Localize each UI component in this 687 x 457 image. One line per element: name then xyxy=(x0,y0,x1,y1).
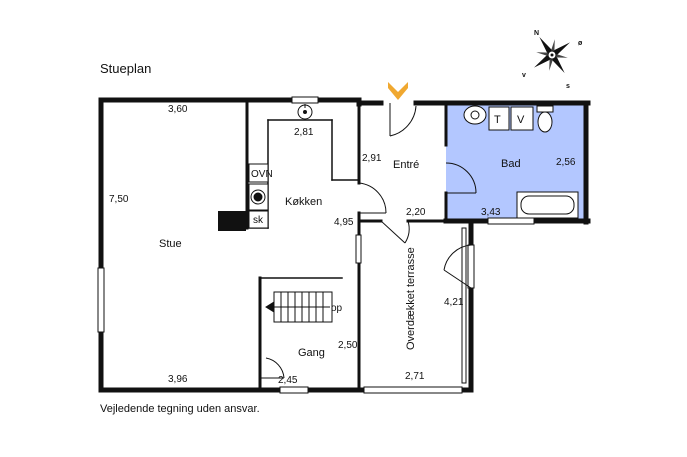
room-entre: Entré xyxy=(393,159,419,171)
disclaimer: Vejledende tegning uden ansvar. xyxy=(100,403,260,415)
dim-stue-bottom: 3,96 xyxy=(168,374,188,385)
dryer-label: T xyxy=(494,114,501,126)
windows xyxy=(97,96,535,394)
compass-w: v xyxy=(522,72,526,79)
dim-terrace-bottom: 2,71 xyxy=(405,371,425,382)
plan-title: Stueplan xyxy=(100,61,151,76)
dim-stue-left: 7,50 xyxy=(109,194,129,205)
dim-stue-top: 3,60 xyxy=(168,104,188,115)
doors xyxy=(260,103,477,379)
washer xyxy=(488,106,510,131)
compass-icon xyxy=(533,36,571,74)
stairs-label: op xyxy=(331,303,343,314)
dim-gang-side: 2,50 xyxy=(338,340,358,351)
dim-entre-bottom: 2,20 xyxy=(406,207,426,218)
compass-n: N xyxy=(534,30,539,37)
toilet xyxy=(537,111,553,133)
room-stue: Stue xyxy=(159,238,182,250)
washer-label: V xyxy=(517,114,525,126)
dim-bad-side: 2,56 xyxy=(556,157,576,168)
room-gang: Gang xyxy=(298,347,325,359)
fridge-label: sk xyxy=(253,215,264,226)
kitchen-fixtures xyxy=(248,104,313,229)
staircase xyxy=(265,291,333,323)
oven xyxy=(248,163,269,183)
room-terrasse: Overdækket terrasse xyxy=(405,247,417,350)
dryer xyxy=(510,106,534,131)
dim-kitchen-side: 4,95 xyxy=(334,217,354,228)
oven-label: OVN xyxy=(251,169,273,180)
room-kokken: Køkken xyxy=(285,196,322,208)
fridge xyxy=(248,210,269,229)
dim-entre-side: 2,91 xyxy=(362,153,382,164)
dim-kitchen-top: 2,81 xyxy=(294,127,314,138)
entrance-marker-icon xyxy=(388,82,408,100)
room-bad: Bad xyxy=(501,158,521,170)
compass-e: ø xyxy=(578,40,583,47)
compass-s: s xyxy=(566,83,570,90)
dim-bad-bottom: 3,43 xyxy=(481,207,501,218)
dim-gang-bottom: 2,45 xyxy=(278,375,298,386)
interior-walls xyxy=(245,98,473,392)
stair-arrow xyxy=(265,301,275,313)
dim-terrace-side: 4,21 xyxy=(444,297,464,308)
bathroom-fixtures xyxy=(463,105,579,219)
